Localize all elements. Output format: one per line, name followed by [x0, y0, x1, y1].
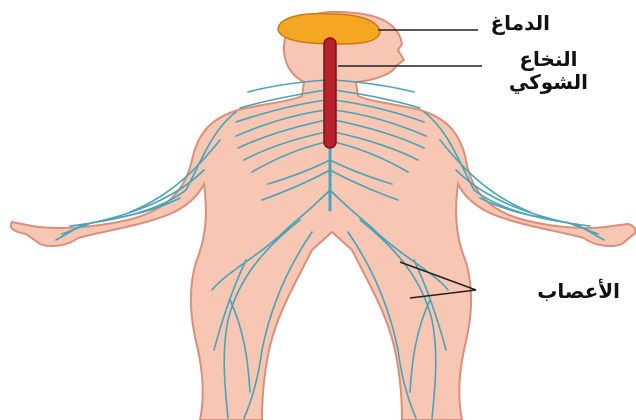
spinal-cord-label: النخاع الشوكي [509, 48, 588, 94]
brain-label: الدماغ [491, 12, 550, 35]
spinal-cord-label-line1: النخاع [509, 48, 588, 71]
spinal-cord-shape [324, 38, 336, 148]
nerves-label: الأعصاب [537, 280, 620, 303]
spinal-cord-label-line2: الشوكي [509, 71, 588, 94]
